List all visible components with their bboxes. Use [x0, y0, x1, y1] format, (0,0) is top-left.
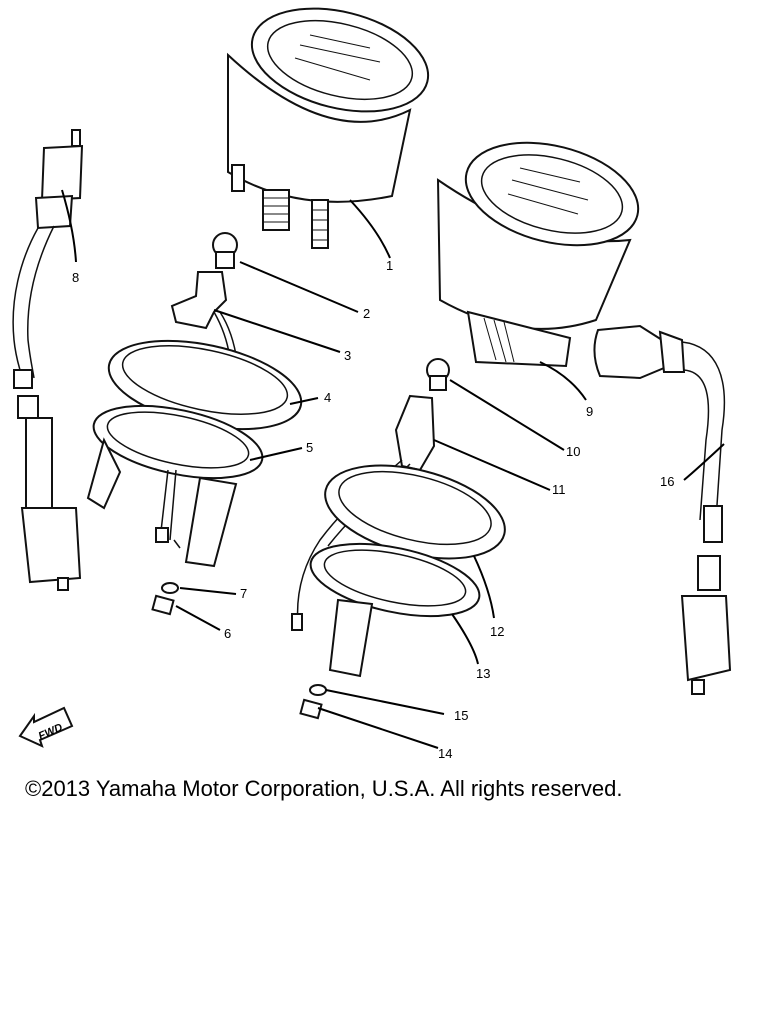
callout-7: 7: [240, 586, 247, 601]
exploded-parts-diagram: 1 2 3 4 5 6 7 8 9 10 11 12 13 14 15 16 F…: [12, 7, 732, 761]
callout-14: 14: [438, 746, 452, 761]
right-washer: [309, 684, 327, 696]
callout-10: 10: [566, 444, 580, 459]
fwd-arrow-icon: FWD: [18, 706, 74, 748]
left-nut: [151, 594, 175, 616]
callout-6: 6: [224, 626, 231, 641]
copyright-notice: ©2013 Yamaha Motor Corporation, U.S.A. A…: [25, 776, 623, 801]
left-meter-cable: [12, 129, 84, 591]
callout-3: 3: [344, 348, 351, 363]
callout-12: 12: [490, 624, 504, 639]
callout-labels: 1 2 3 4 5 6 7 8 9 10 11 12 13 14 15 16: [72, 258, 674, 761]
right-bulb: [426, 358, 450, 391]
right-nut: [299, 698, 323, 720]
callout-15: 15: [454, 708, 468, 723]
callout-16: 16: [660, 474, 674, 489]
leader-lines: [61, 189, 725, 749]
callout-5: 5: [306, 440, 313, 455]
left-meter-case: [86, 404, 264, 568]
right-grommet-ring: [324, 464, 506, 560]
callout-9: 9: [586, 404, 593, 419]
left-meter-body: [227, 7, 430, 249]
right-meter-body: [436, 141, 640, 368]
callout-8: 8: [72, 270, 79, 285]
right-bulb-socket: [291, 394, 436, 631]
right-meter-cable: [593, 324, 732, 695]
callout-11: 11: [552, 482, 566, 497]
left-bulb: [212, 232, 238, 269]
right-meter-case: [309, 542, 481, 678]
callout-13: 13: [476, 666, 490, 681]
callout-1: 1: [386, 258, 393, 273]
callout-2: 2: [363, 306, 370, 321]
left-washer: [161, 582, 179, 594]
callout-4: 4: [324, 390, 331, 405]
